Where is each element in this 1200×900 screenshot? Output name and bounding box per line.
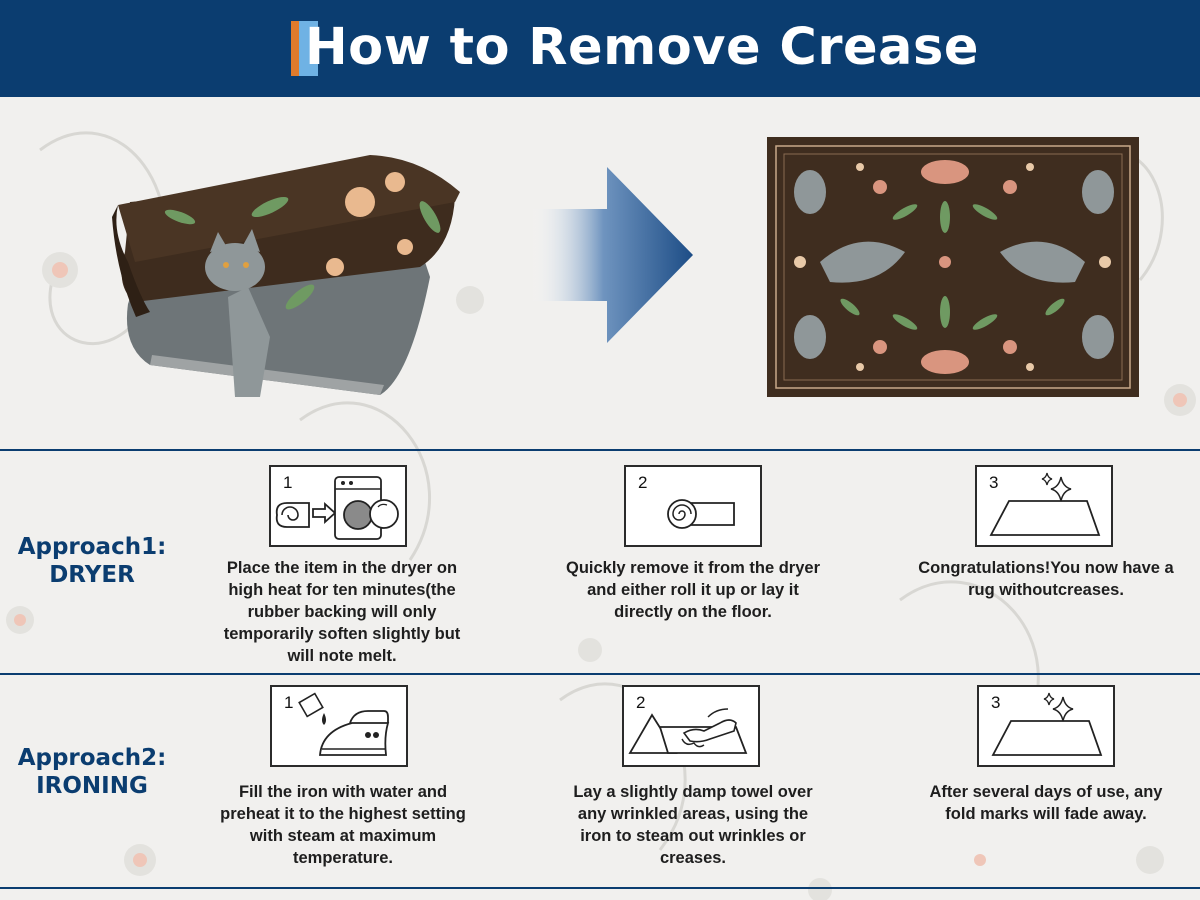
flat-rug-sparkle-icon [989,472,1101,536]
step-number: 2 [638,473,648,492]
ironing-step3-text: After several days of use, any fold mark… [929,783,1163,823]
approach1-method: DRYER [49,562,135,588]
section-divider-top [0,449,1200,451]
flat-rug-image [767,137,1139,397]
folded-rug-image [112,155,460,397]
dryer-step3-box: 3 [975,465,1113,547]
section-divider-middle [0,673,1200,675]
dryer-step2-text: Quickly remove it from the dryer and eit… [565,559,820,621]
step-number: 3 [989,473,999,492]
approach2-label: Approach2: IRONING [0,744,187,800]
approach2-title: Approach2: [17,745,167,771]
iron-water-icon [298,692,390,756]
dryer-step1-box: 1 [269,465,407,547]
ironing-step3-box: 3 [977,685,1115,767]
ironing-step2-box: 2 [622,685,760,767]
approach2-method: IRONING [36,773,148,799]
dryer-step3-text: Congratulations!You now have a rug witho… [918,559,1174,599]
towel-iron-icon [628,708,748,754]
approach1-label: Approach1: DRYER [0,533,187,589]
section-divider-bottom [0,887,1200,889]
step-number: 3 [991,693,1001,712]
page-title: How to Remove Crease [305,18,979,77]
arrow-right-icon [530,167,693,343]
page-header: How to Remove Crease [0,0,1200,97]
flat-rug-sparkle-icon [991,692,1103,756]
step-number: 1 [284,693,294,712]
ironing-step1-box: 1 [270,685,408,767]
rolled-rug-icon [667,499,735,529]
approach1-title: Approach1: [17,534,167,560]
ironing-step2-text: Lay a slightly damp towel over any wrink… [573,783,813,867]
dryer-icon [275,476,399,540]
ironing-step1-text: Fill the iron with water and preheat it … [220,783,466,867]
hero-illustration [112,137,1139,397]
accent-bar-orange [291,21,299,76]
dryer-step2-box: 2 [624,465,762,547]
dryer-step1-text: Place the item in the dryer on high heat… [223,559,461,665]
step-number: 2 [636,693,646,712]
accent-bar-blue [299,21,318,76]
step-number: 1 [283,473,293,492]
